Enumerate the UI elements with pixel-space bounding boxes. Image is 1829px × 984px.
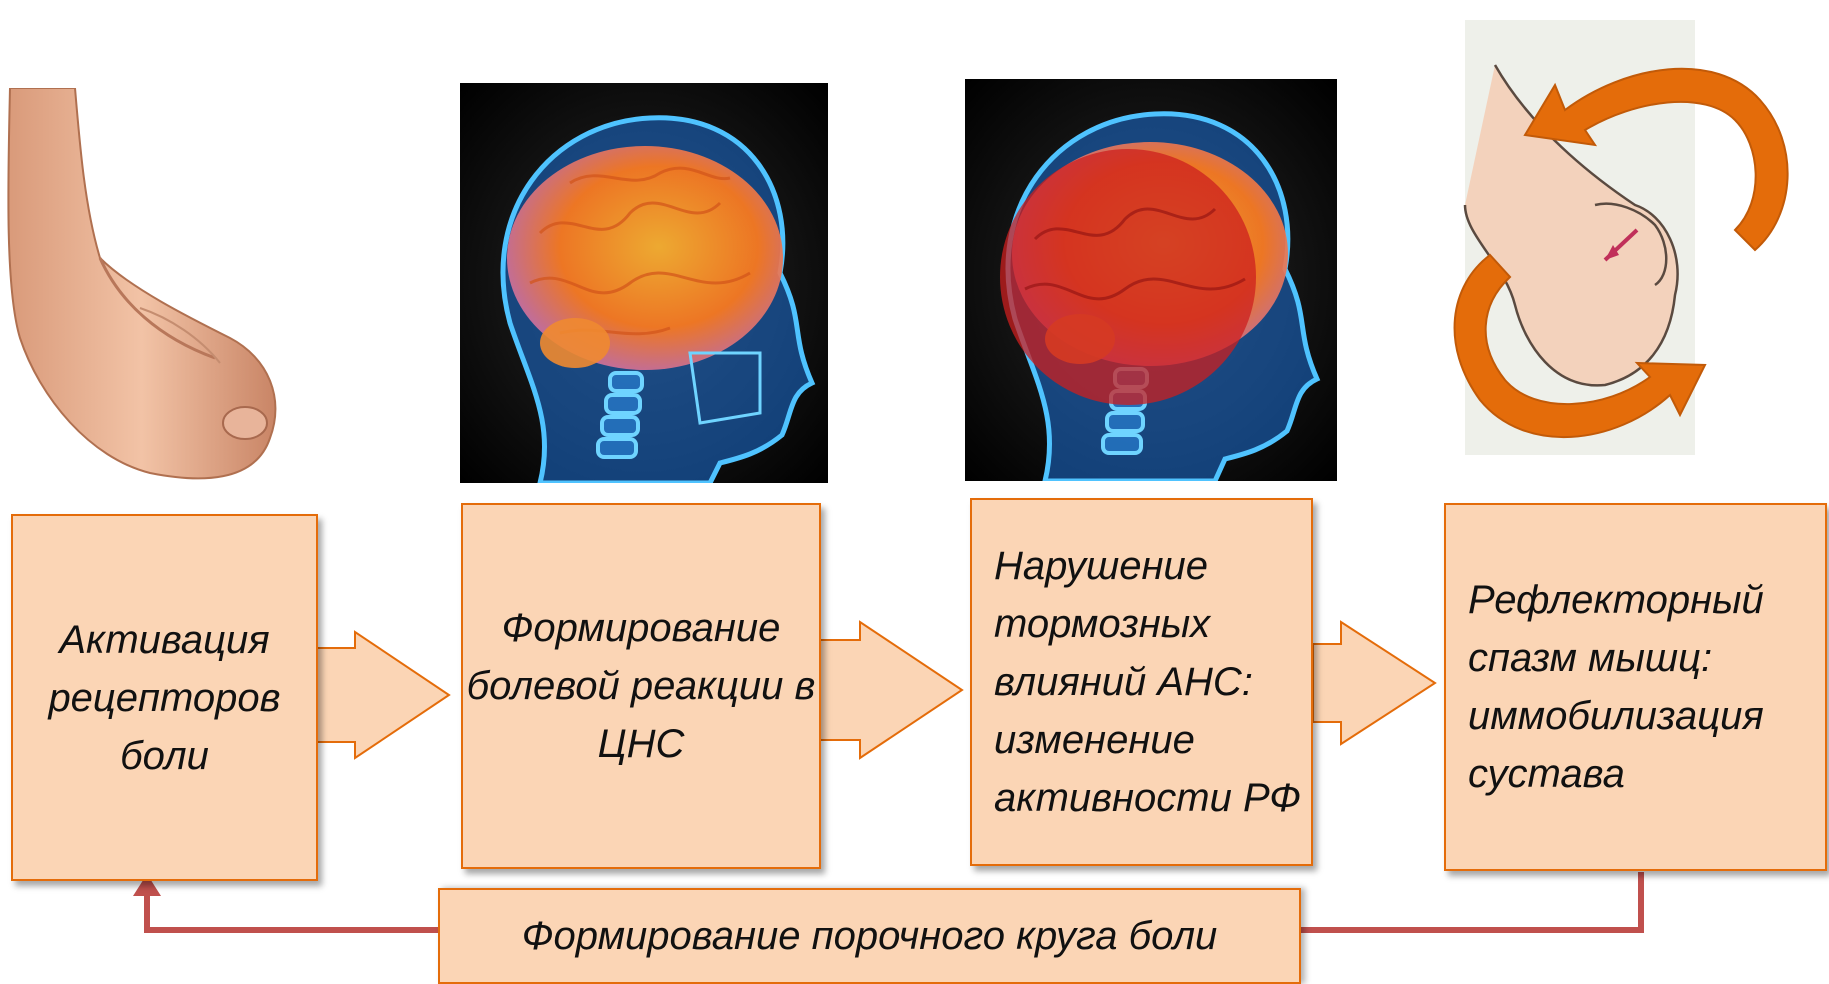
head-brain-xray-illustration	[460, 83, 828, 483]
foot-spasm-cycle-illustration	[1405, 5, 1829, 495]
head-brain-xray-red-overlay-illustration	[965, 79, 1337, 481]
step-box-pain-reaction: Формирование болевой реакции в ЦНС	[461, 503, 821, 869]
feedback-box-vicious-circle: Формирование порочного круга боли	[438, 888, 1301, 984]
step-label-4: Рефлекторный спазм мышц: иммобилизация с…	[1468, 571, 1825, 803]
step-label-2: Формирование болевой реакции в ЦНС	[463, 599, 819, 773]
swollen-foot-illustration	[0, 88, 285, 488]
flow-arrow-2	[818, 620, 968, 760]
step-box-muscle-spasm: Рефлекторный спазм мышц: иммобилизация с…	[1444, 503, 1827, 871]
step-box-ans-disruption: Нарушение тормозных влияний АНС: изменен…	[970, 498, 1313, 866]
flow-arrow-3	[1311, 620, 1439, 746]
feedback-label: Формирование порочного круга боли	[440, 907, 1299, 965]
step-box-receptor-activation: Активация рецепторов боли	[11, 514, 318, 881]
step-label-1: Активация рецепторов боли	[13, 611, 316, 785]
step-label-3: Нарушение тормозных влияний АНС: изменен…	[994, 537, 1311, 827]
flow-arrow-1	[315, 630, 455, 760]
